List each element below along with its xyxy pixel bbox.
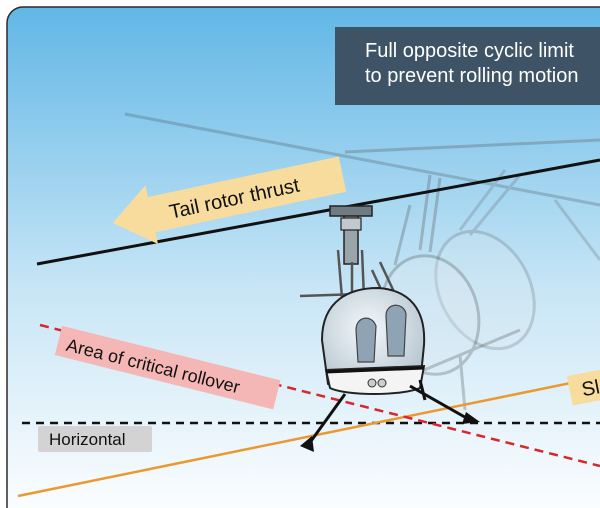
callout-line-1: Full opposite cyclic limit <box>365 40 574 62</box>
landing-skids <box>304 379 471 449</box>
horizontal-callout: Horizontal <box>38 426 152 452</box>
slope-label: Sl <box>580 376 600 401</box>
ghost-helicopter-far <box>124 112 600 351</box>
horizontal-label: Horizontal <box>49 430 126 449</box>
seat <box>385 304 407 357</box>
main-rotor-blade <box>36 158 600 266</box>
slope-callout: Sl <box>566 360 600 406</box>
seat <box>355 317 377 363</box>
callout-box: Full opposite cyclic limit to prevent ro… <box>335 27 600 105</box>
helicopter <box>299 205 480 452</box>
rotor-hub <box>329 205 373 217</box>
slope-line <box>17 375 600 498</box>
light-icon <box>377 378 387 388</box>
light-icon <box>367 378 377 388</box>
callout-line-2: to prevent rolling motion <box>365 65 579 87</box>
sky-background <box>6 6 600 508</box>
